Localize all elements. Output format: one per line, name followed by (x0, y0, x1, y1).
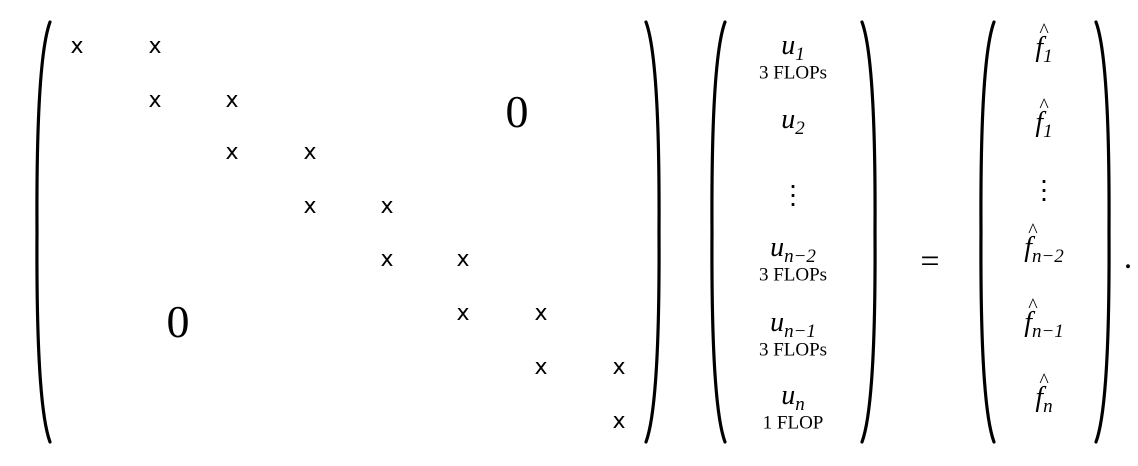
subscript: 1 (1043, 121, 1053, 142)
period: . (1123, 239, 1133, 276)
matrix-entry: x (456, 301, 470, 326)
rhs-entry: fn (1035, 371, 1053, 417)
unknown-entry: u2 (781, 104, 805, 139)
matrix-entry: x (225, 140, 239, 165)
unknown-entry: u1 (781, 30, 805, 65)
subscript: n−1 (1031, 321, 1064, 342)
variable-symbol: f (1024, 221, 1037, 262)
rhs-entry: fn−2 (1024, 221, 1064, 267)
subscript: n−2 (784, 246, 816, 267)
vertical-ellipsis: ⋮ (780, 180, 806, 210)
variable-symbol: f (1024, 296, 1037, 337)
subscript: 2 (795, 118, 805, 139)
subscript: n−2 (1031, 246, 1064, 267)
subscript: n (1043, 396, 1053, 417)
matrix-entry: x (148, 88, 162, 113)
matrix-entry: x (534, 355, 548, 380)
variable-symbol: u (770, 232, 785, 263)
subscript: n (795, 394, 805, 415)
variable-symbol: f (1035, 96, 1048, 137)
matrix-left-paren (35, 20, 52, 444)
variable-symbol: u (781, 380, 796, 411)
variable-symbol: u (770, 307, 785, 338)
vertical-ellipsis: ⋮ (1031, 175, 1057, 205)
flop-count: 3 FLOPs (758, 62, 828, 84)
matrix-entry: x (612, 355, 626, 380)
subscript: 1 (1043, 46, 1053, 67)
matrix-entry: x (225, 88, 239, 113)
vector-left-paren (710, 20, 727, 444)
matrix-entry: x (380, 194, 394, 219)
rhs-left-paren (979, 20, 996, 444)
matrix-entry: x (303, 194, 317, 219)
variable-symbol: f (1035, 21, 1048, 62)
matrix-right-paren (644, 20, 661, 444)
matrix-entry: x (456, 247, 470, 272)
subscript: n−1 (784, 321, 816, 342)
matrix-entry: x (612, 409, 626, 434)
variable-symbol: u (781, 104, 796, 135)
variable-symbol: u (781, 30, 796, 61)
subscript: 1 (795, 44, 805, 65)
vector-right-paren (860, 20, 877, 444)
rhs-entry: f1 (1035, 21, 1053, 67)
unknown-entry: un−1 (770, 307, 816, 342)
lower-zero-block: 0 (166, 296, 190, 347)
flop-count: 3 FLOPs (758, 339, 828, 361)
matrix-entry: x (303, 140, 317, 165)
matrix-entry: x (70, 34, 84, 59)
matrix-entry: x (534, 301, 548, 326)
rhs-right-paren (1094, 20, 1111, 444)
flop-count: 1 FLOP (762, 412, 824, 434)
rhs-entry: fn−1 (1024, 296, 1064, 342)
flop-count: 3 FLOPs (758, 264, 828, 286)
equals-sign: = (920, 243, 940, 280)
upper-zero-block: 0 (505, 86, 529, 137)
matrix-entry: x (380, 247, 394, 272)
rhs-entry: f1 (1035, 96, 1053, 142)
matrix-entry: x (148, 34, 162, 59)
variable-symbol: f (1035, 371, 1048, 412)
unknown-entry: un−2 (770, 232, 816, 267)
unknown-entry: un (781, 380, 805, 415)
